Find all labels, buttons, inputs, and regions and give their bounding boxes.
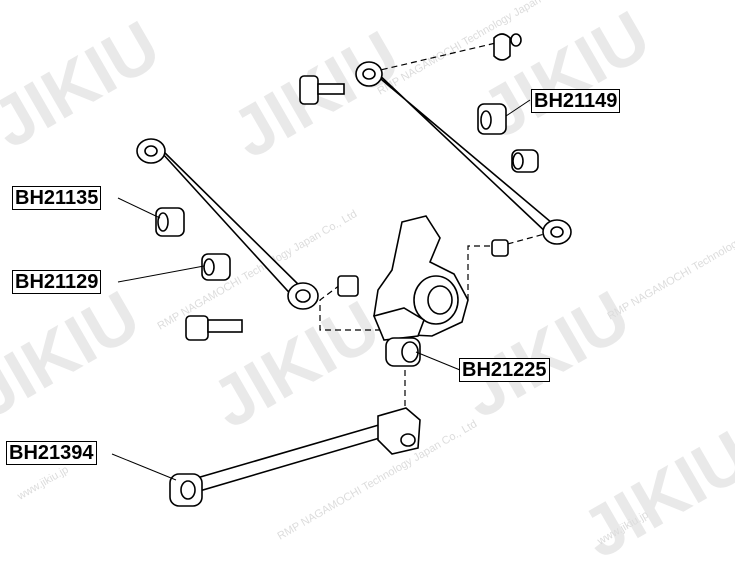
watermark-brand: JIKIU	[569, 416, 735, 561]
callout-bh21394: BH21394	[6, 441, 97, 465]
knuckle-hub	[372, 215, 469, 367]
fasteners	[155, 33, 539, 341]
front-lateral-arm	[136, 138, 319, 310]
upper-lateral-arm	[355, 61, 572, 245]
watermark-website: www.jikiu.jp	[15, 464, 71, 503]
callout-bh21225: BH21225	[459, 358, 550, 382]
watermark-brand: JIKIU	[0, 276, 152, 433]
callout-bh21149: BH21149	[531, 89, 621, 113]
watermark-brand: JIKIU	[199, 286, 393, 443]
trailing-arm	[169, 407, 421, 507]
callout-bh21135: BH21135	[12, 186, 102, 210]
watermark-brand: JIKIU	[449, 276, 643, 433]
watermark-company: RMP NAGAMOCHI Technology Japan Co., Ltd	[606, 198, 735, 323]
leader-lines	[111, 99, 531, 481]
callout-bh21129: BH21129	[12, 270, 102, 294]
